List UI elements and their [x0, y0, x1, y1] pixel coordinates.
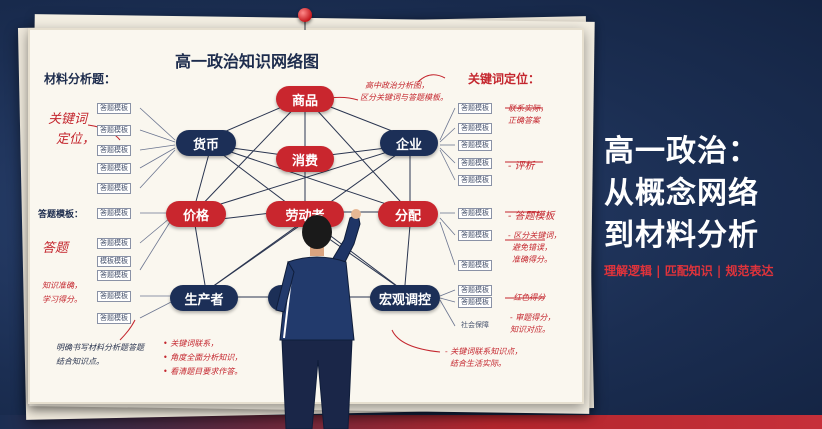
- template-box: 答题模板: [97, 291, 131, 302]
- keyword-locate-label: 关键词定位：: [468, 72, 541, 86]
- note-top-1: 高中政治分析图，: [365, 81, 429, 90]
- template-box: 模板模板: [97, 256, 131, 267]
- headline-line-3: 到材料分析: [604, 218, 759, 253]
- template-box: 答题模板: [458, 285, 492, 296]
- template-box: 答题模板: [97, 238, 131, 249]
- node-goods: 商品: [276, 86, 334, 112]
- note-right-2: 正确答案: [508, 116, 540, 125]
- template-box: 答题模板: [97, 163, 131, 174]
- note-keyword: 关键词: [48, 112, 88, 127]
- node-currency: 货币: [176, 130, 236, 156]
- template-box: 答题模板: [458, 175, 492, 186]
- template-box: 答题模板: [458, 103, 492, 114]
- bottom-stripe: [0, 415, 822, 429]
- note-left-5: 结合知识点。: [56, 357, 104, 366]
- template-box: 答题模板: [458, 260, 492, 271]
- headline-tagline: 理解逻辑 | 匹配知识 | 规范表达: [604, 264, 774, 278]
- template-box: 答题模板: [458, 230, 492, 241]
- note-left-2: 知识准确，: [42, 281, 82, 290]
- template-box: 答题模板: [458, 140, 492, 151]
- note-right-3: - 评析: [508, 161, 535, 172]
- note-bullet-1: • 关键词联系，: [163, 339, 219, 348]
- note-right-6: 避免错误，: [512, 243, 552, 252]
- headline-line-1: 高一政治：: [604, 134, 759, 169]
- template-box: 答题模板: [97, 183, 131, 194]
- note-right-8: - 红色得分: [508, 293, 546, 302]
- note-bullet-2: • 角度全面分析知识，: [163, 353, 243, 362]
- template-box: 答题模板: [97, 103, 131, 114]
- social-security-label: 社会保障: [461, 321, 489, 329]
- student-illustration: [275, 209, 361, 429]
- template-box: 答题模板: [97, 145, 131, 156]
- note-locate: 定位，: [56, 132, 96, 147]
- template-box: 答题模板: [458, 123, 492, 134]
- template-box: 答题模板: [458, 297, 492, 308]
- note-right-5: - 区分关键词，: [508, 231, 562, 240]
- note-right-4: - 答题模板: [508, 211, 555, 222]
- note-right-7: 准确得分。: [512, 255, 552, 264]
- node-macro-control: 宏观调控: [370, 285, 440, 311]
- template-box: 答题模板: [458, 208, 492, 219]
- template-box: 答题模板: [97, 270, 131, 281]
- note-right-9: - 审题得分，: [510, 313, 556, 322]
- note-left-answer: 答题: [42, 241, 69, 256]
- template-box: 答题模板: [458, 158, 492, 169]
- note-right-10: 知识对应。: [510, 325, 550, 334]
- node-distribution: 分配: [378, 201, 438, 227]
- node-enterprise: 企业: [380, 130, 438, 156]
- node-consumption: 消费: [276, 146, 334, 172]
- node-price: 价格: [166, 201, 226, 227]
- note-right-1: 联系实际，: [508, 104, 548, 113]
- note-left-3: 学习得分。: [42, 295, 82, 304]
- map-title: 高一政治知识网络图: [175, 52, 320, 71]
- node-producer: 生产者: [170, 285, 238, 311]
- note-bottom-2: 结合生活实际。: [450, 359, 506, 368]
- push-pin-icon: [298, 8, 312, 22]
- material-analysis-label: 材料分析题：: [44, 72, 117, 86]
- pin-needle: [304, 20, 306, 30]
- note-bullet-3: • 看清题目要求作答。: [163, 367, 243, 376]
- headline-line-2: 从概念网络: [604, 176, 759, 211]
- note-bottom-1: - 关键词联系知识点，: [445, 347, 523, 356]
- answer-template-label: 答题模板：: [38, 210, 84, 220]
- note-left-4: 明确书写材料分析题答题: [56, 343, 144, 352]
- note-top-2: 区分关键词与答题模板。: [360, 93, 448, 102]
- template-box: 答题模板: [97, 313, 131, 324]
- template-box: 答题模板: [97, 208, 131, 219]
- template-box: 答题模板: [97, 125, 131, 136]
